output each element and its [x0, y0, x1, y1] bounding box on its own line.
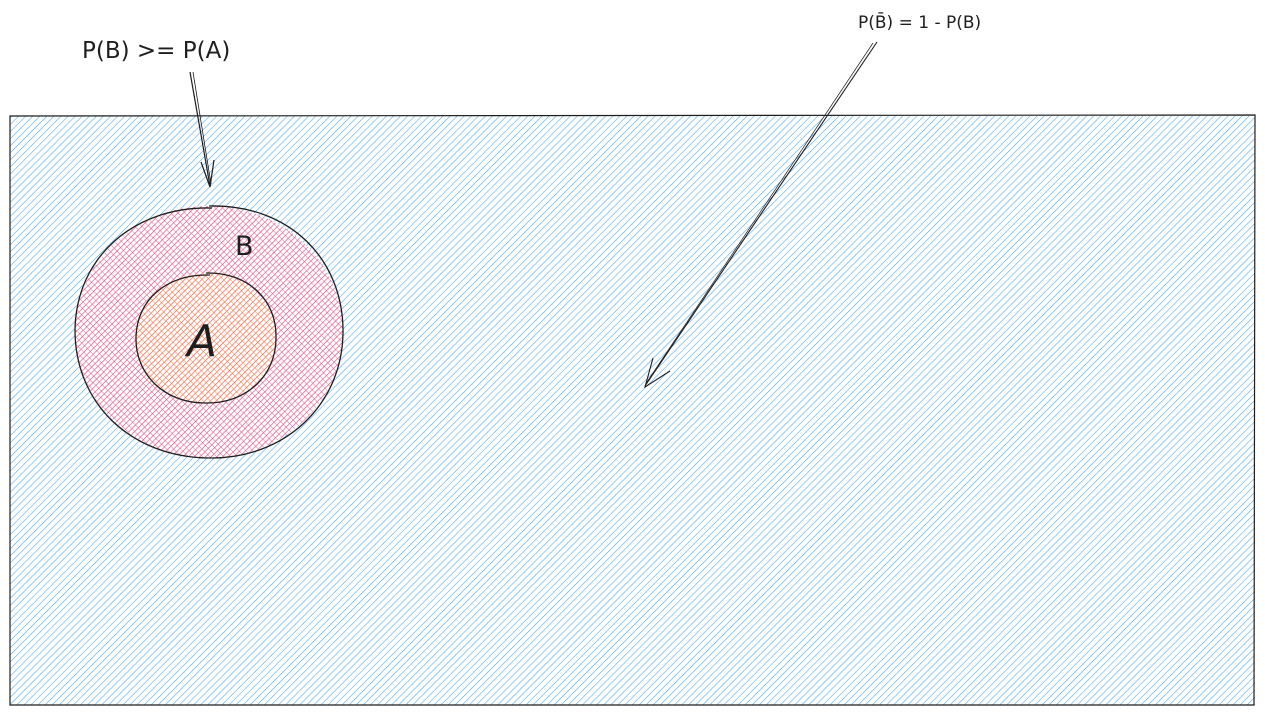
set-a-label: A: [184, 316, 217, 367]
set-b-label: B: [235, 231, 254, 262]
top-right-label: P(B̄) = 1 - P(B): [858, 11, 981, 33]
set-a-circle: [135, 272, 277, 404]
arrow-to-set-b: [189, 71, 215, 188]
top-left-label: P(B) >= P(A): [82, 38, 230, 64]
arrow-to-complement: [644, 41, 878, 389]
